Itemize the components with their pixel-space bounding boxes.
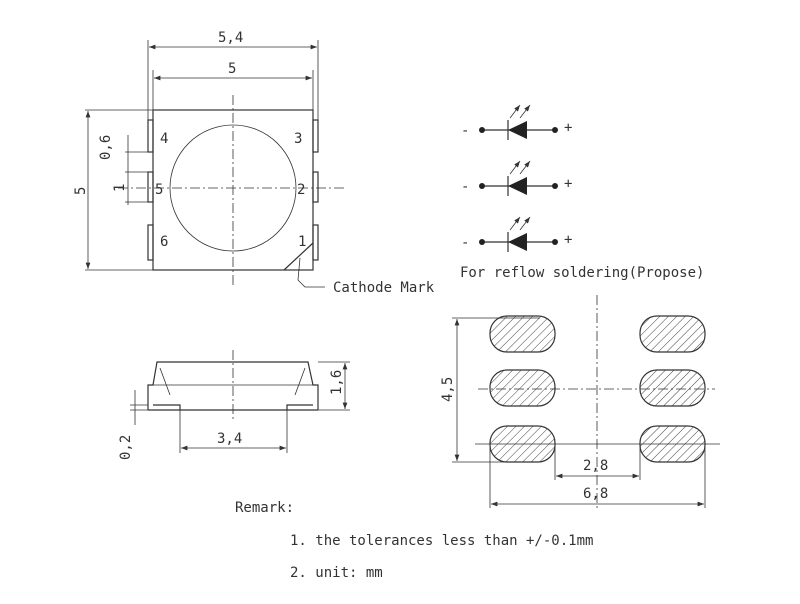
solder-pad [639, 315, 706, 353]
diode-triangle-icon [508, 177, 527, 195]
led-circuit: -+-+-+ [461, 104, 572, 252]
terminal-dot [479, 183, 485, 189]
solder-pad [489, 315, 556, 353]
footprint-title: For reflow soldering(Propose) [460, 265, 704, 281]
pin-2: 2 [297, 182, 305, 198]
plus-label: + [564, 232, 572, 248]
top-view: Cathode Mark 4 3 5 2 6 1 5,4 5 5 0,6 1 [73, 30, 435, 296]
terminal-dot [552, 239, 558, 245]
led-diode-symbol: -+ [461, 160, 572, 196]
terminal-dot [552, 127, 558, 133]
pin-6: 6 [160, 234, 168, 250]
dim-outer-width-footprint: 6,8 [583, 486, 608, 502]
dim-footprint-height: 4,5 [440, 377, 456, 402]
light-arrow-icon [509, 216, 521, 231]
minus-label: - [461, 235, 469, 251]
dim-pad-width: 1 [112, 184, 128, 192]
dim-side-height: 1,6 [329, 370, 345, 395]
dim-height: 5 [73, 187, 89, 195]
terminal-dot [479, 239, 485, 245]
solder-pad [639, 369, 706, 407]
footprint: 4,5 2,8 6,8 [440, 295, 720, 510]
light-arrow-icon [509, 160, 521, 175]
pin-5: 5 [155, 182, 163, 198]
minus-label: - [461, 123, 469, 139]
dim-pad-gap: 0,6 [98, 135, 114, 160]
side-view: 1,6 0,2 3,4 [118, 350, 350, 460]
plus-label: + [564, 120, 572, 136]
dim-body-width: 5 [228, 61, 236, 77]
diode-triangle-icon [508, 121, 527, 139]
led-diode-symbol: -+ [461, 216, 572, 252]
remark-item: 2. unit: mm [290, 565, 383, 581]
solder-pad [489, 369, 556, 407]
cathode-mark [283, 242, 314, 271]
terminal-dot [479, 127, 485, 133]
dim-inner-gap: 2,8 [583, 458, 608, 474]
cathode-label: Cathode Mark [333, 280, 435, 296]
light-arrow-icon [519, 160, 531, 175]
light-arrow-icon [519, 104, 531, 119]
lens-circle [169, 124, 297, 252]
pin-3: 3 [294, 131, 302, 147]
remark-title: Remark: [235, 500, 294, 516]
dim-outer-width: 5,4 [218, 30, 243, 46]
pin-4: 4 [160, 131, 168, 147]
minus-label: - [461, 179, 469, 195]
light-arrow-icon [509, 104, 521, 119]
plus-label: + [564, 176, 572, 192]
dim-bottom-width: 3,4 [217, 431, 242, 447]
diode-triangle-icon [508, 233, 527, 251]
pin-1: 1 [298, 234, 306, 250]
terminal-dot [552, 183, 558, 189]
pads-side [147, 119, 319, 261]
dim-standoff: 0,2 [118, 435, 134, 460]
light-arrow-icon [519, 216, 531, 231]
remark-item: 1. the tolerances less than +/-0.1mm [290, 533, 593, 549]
led-diode-symbol: -+ [461, 104, 572, 140]
